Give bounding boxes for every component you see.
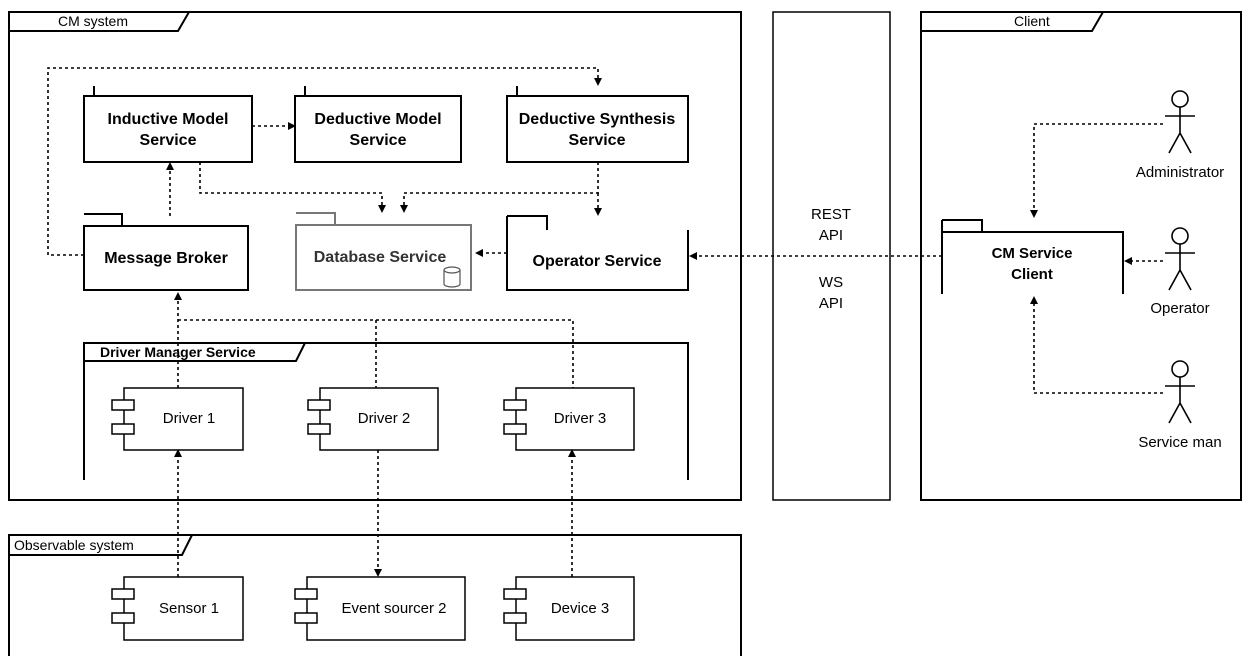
operator-label: Operator — [1150, 300, 1209, 317]
device-3-label: Device 3 — [551, 600, 609, 617]
ws-api-label-line2: API — [819, 295, 843, 312]
service-man-stick-figure-icon — [1165, 360, 1195, 424]
operator-service: Operator Service — [506, 215, 689, 291]
driver-1-label: Driver 1 — [163, 410, 216, 427]
rest-api-label-line1: REST — [811, 206, 851, 223]
database-service-label: Database Service — [314, 249, 447, 266]
message-broker-service: Message Broker — [83, 213, 249, 291]
deductive-model-label-line2: Service — [350, 132, 407, 149]
sensor-1-component: Sensor 1 — [111, 576, 244, 641]
event-sourcer-2-component: Event sourcer 2 — [294, 576, 466, 641]
deductive-synthesis-service: Deductive Synthesis Service — [506, 86, 689, 163]
driver-3-component: Driver 3 — [503, 387, 635, 451]
client-frame: Client — [920, 11, 1242, 501]
inductive-model-label-line1: Inductive Model — [108, 111, 229, 128]
connectors — [47, 67, 1163, 577]
cm-service-client: CM Service Client — [941, 219, 1124, 294]
device-3-component: Device 3 — [503, 576, 635, 641]
observable-system-title: Observable system — [14, 537, 134, 553]
driver-2-component: Driver 2 — [307, 387, 439, 451]
service-man-label: Service man — [1138, 434, 1221, 451]
client-title: Client — [1014, 13, 1050, 29]
deductive-model-label-line1: Deductive Model — [314, 111, 441, 128]
event-sourcer-2-label: Event sourcer 2 — [341, 600, 446, 617]
ws-api-label-line1: WS — [819, 274, 843, 291]
inductive-model-service: Inductive Model Service — [83, 86, 253, 163]
cm-service-client-label-line1: CM Service — [992, 245, 1073, 262]
driver-1-component: Driver 1 — [111, 387, 244, 451]
sensor-1-label: Sensor 1 — [159, 600, 219, 617]
driver-3-label: Driver 3 — [554, 410, 607, 427]
rest-api-label-line2: API — [819, 227, 843, 244]
deductive-model-service: Deductive Model Service — [294, 86, 462, 163]
service-man-actor: Service man — [1138, 360, 1222, 451]
driver-2-label: Driver 2 — [358, 410, 411, 427]
deductive-synthesis-label-line2: Service — [569, 132, 626, 149]
database-service: Database Service — [295, 212, 472, 291]
operator-actor: Operator — [1150, 227, 1210, 317]
database-icon — [443, 266, 461, 288]
administrator-actor: Administrator — [1136, 90, 1224, 181]
cm-service-client-label-line2: Client — [1011, 266, 1053, 283]
operator-service-label: Operator Service — [533, 253, 662, 270]
observable-system-frame: Observable system — [8, 534, 742, 656]
cm-system-title: CM system — [58, 13, 128, 29]
deductive-synthesis-label-line1: Deductive Synthesis — [519, 111, 676, 128]
inductive-model-label-line2: Service — [140, 132, 197, 149]
administrator-label: Administrator — [1136, 164, 1224, 181]
message-broker-label: Message Broker — [104, 250, 228, 267]
operator-stick-figure-icon — [1165, 227, 1195, 291]
administrator-stick-figure-icon — [1165, 90, 1195, 154]
